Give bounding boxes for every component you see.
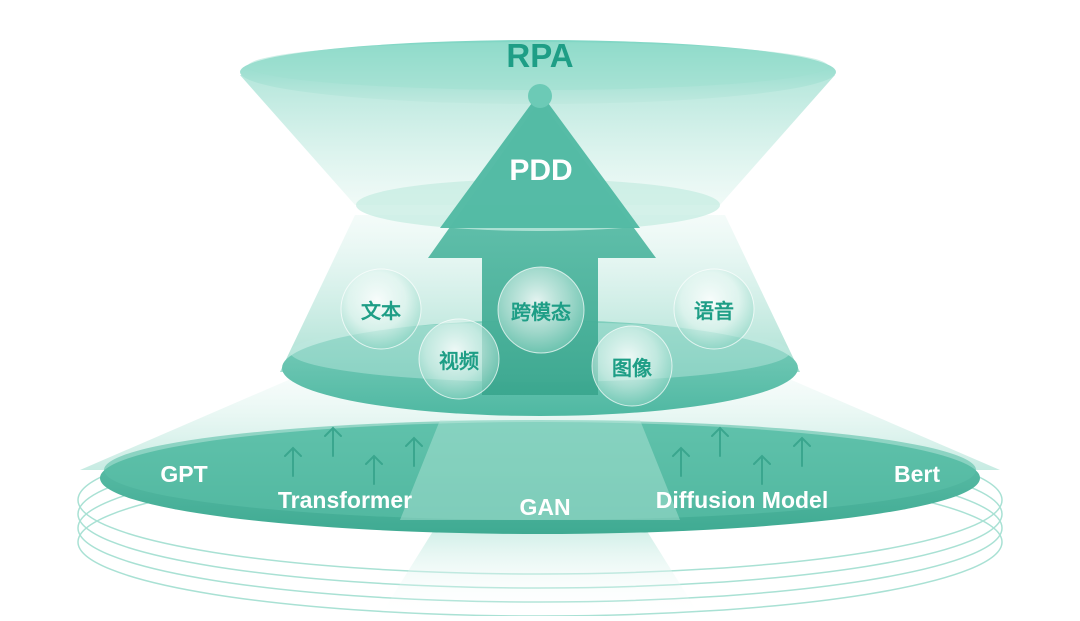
up-arrow-icon <box>365 454 383 485</box>
model-label-diffusion: Diffusion Model <box>656 487 828 513</box>
bubble-video: 视频 <box>418 318 500 400</box>
rpa-label: RPA <box>506 37 573 74</box>
up-arrow-icon <box>711 426 729 457</box>
up-arrow-icon <box>793 436 811 467</box>
bubble-label: 跨模态 <box>511 300 571 324</box>
model-label-bert: Bert <box>894 461 940 487</box>
up-arrow-icon <box>284 446 302 477</box>
main-up-arrow <box>428 100 656 395</box>
pdd-label: PDD <box>509 154 572 187</box>
bubble-image: 图像 <box>591 325 673 407</box>
up-arrow-icon <box>324 426 342 457</box>
bubble-label: 图像 <box>612 356 653 380</box>
bubble-speech: 语音 <box>673 268 755 350</box>
arrow-tip-cap <box>528 84 552 108</box>
model-layer-disc <box>100 420 980 534</box>
bubble-cross-modal: 跨模态 <box>497 266 585 354</box>
up-arrow-icon <box>672 446 690 477</box>
bubble-label: 文本 <box>361 299 401 323</box>
up-arrow-icon <box>753 454 771 485</box>
up-arrows <box>284 426 811 485</box>
bubble-text: 文本 <box>340 268 422 350</box>
up-arrow-icon <box>405 436 423 467</box>
bubble-label: 语音 <box>694 299 734 323</box>
model-label-gan: GAN <box>519 494 570 520</box>
bubble-label: 视频 <box>439 349 479 373</box>
base-beam <box>380 520 700 616</box>
arrow-head-overlay <box>440 92 640 228</box>
model-label-gpt: GPT <box>160 461 207 487</box>
model-label-transformer: Transformer <box>278 487 412 513</box>
